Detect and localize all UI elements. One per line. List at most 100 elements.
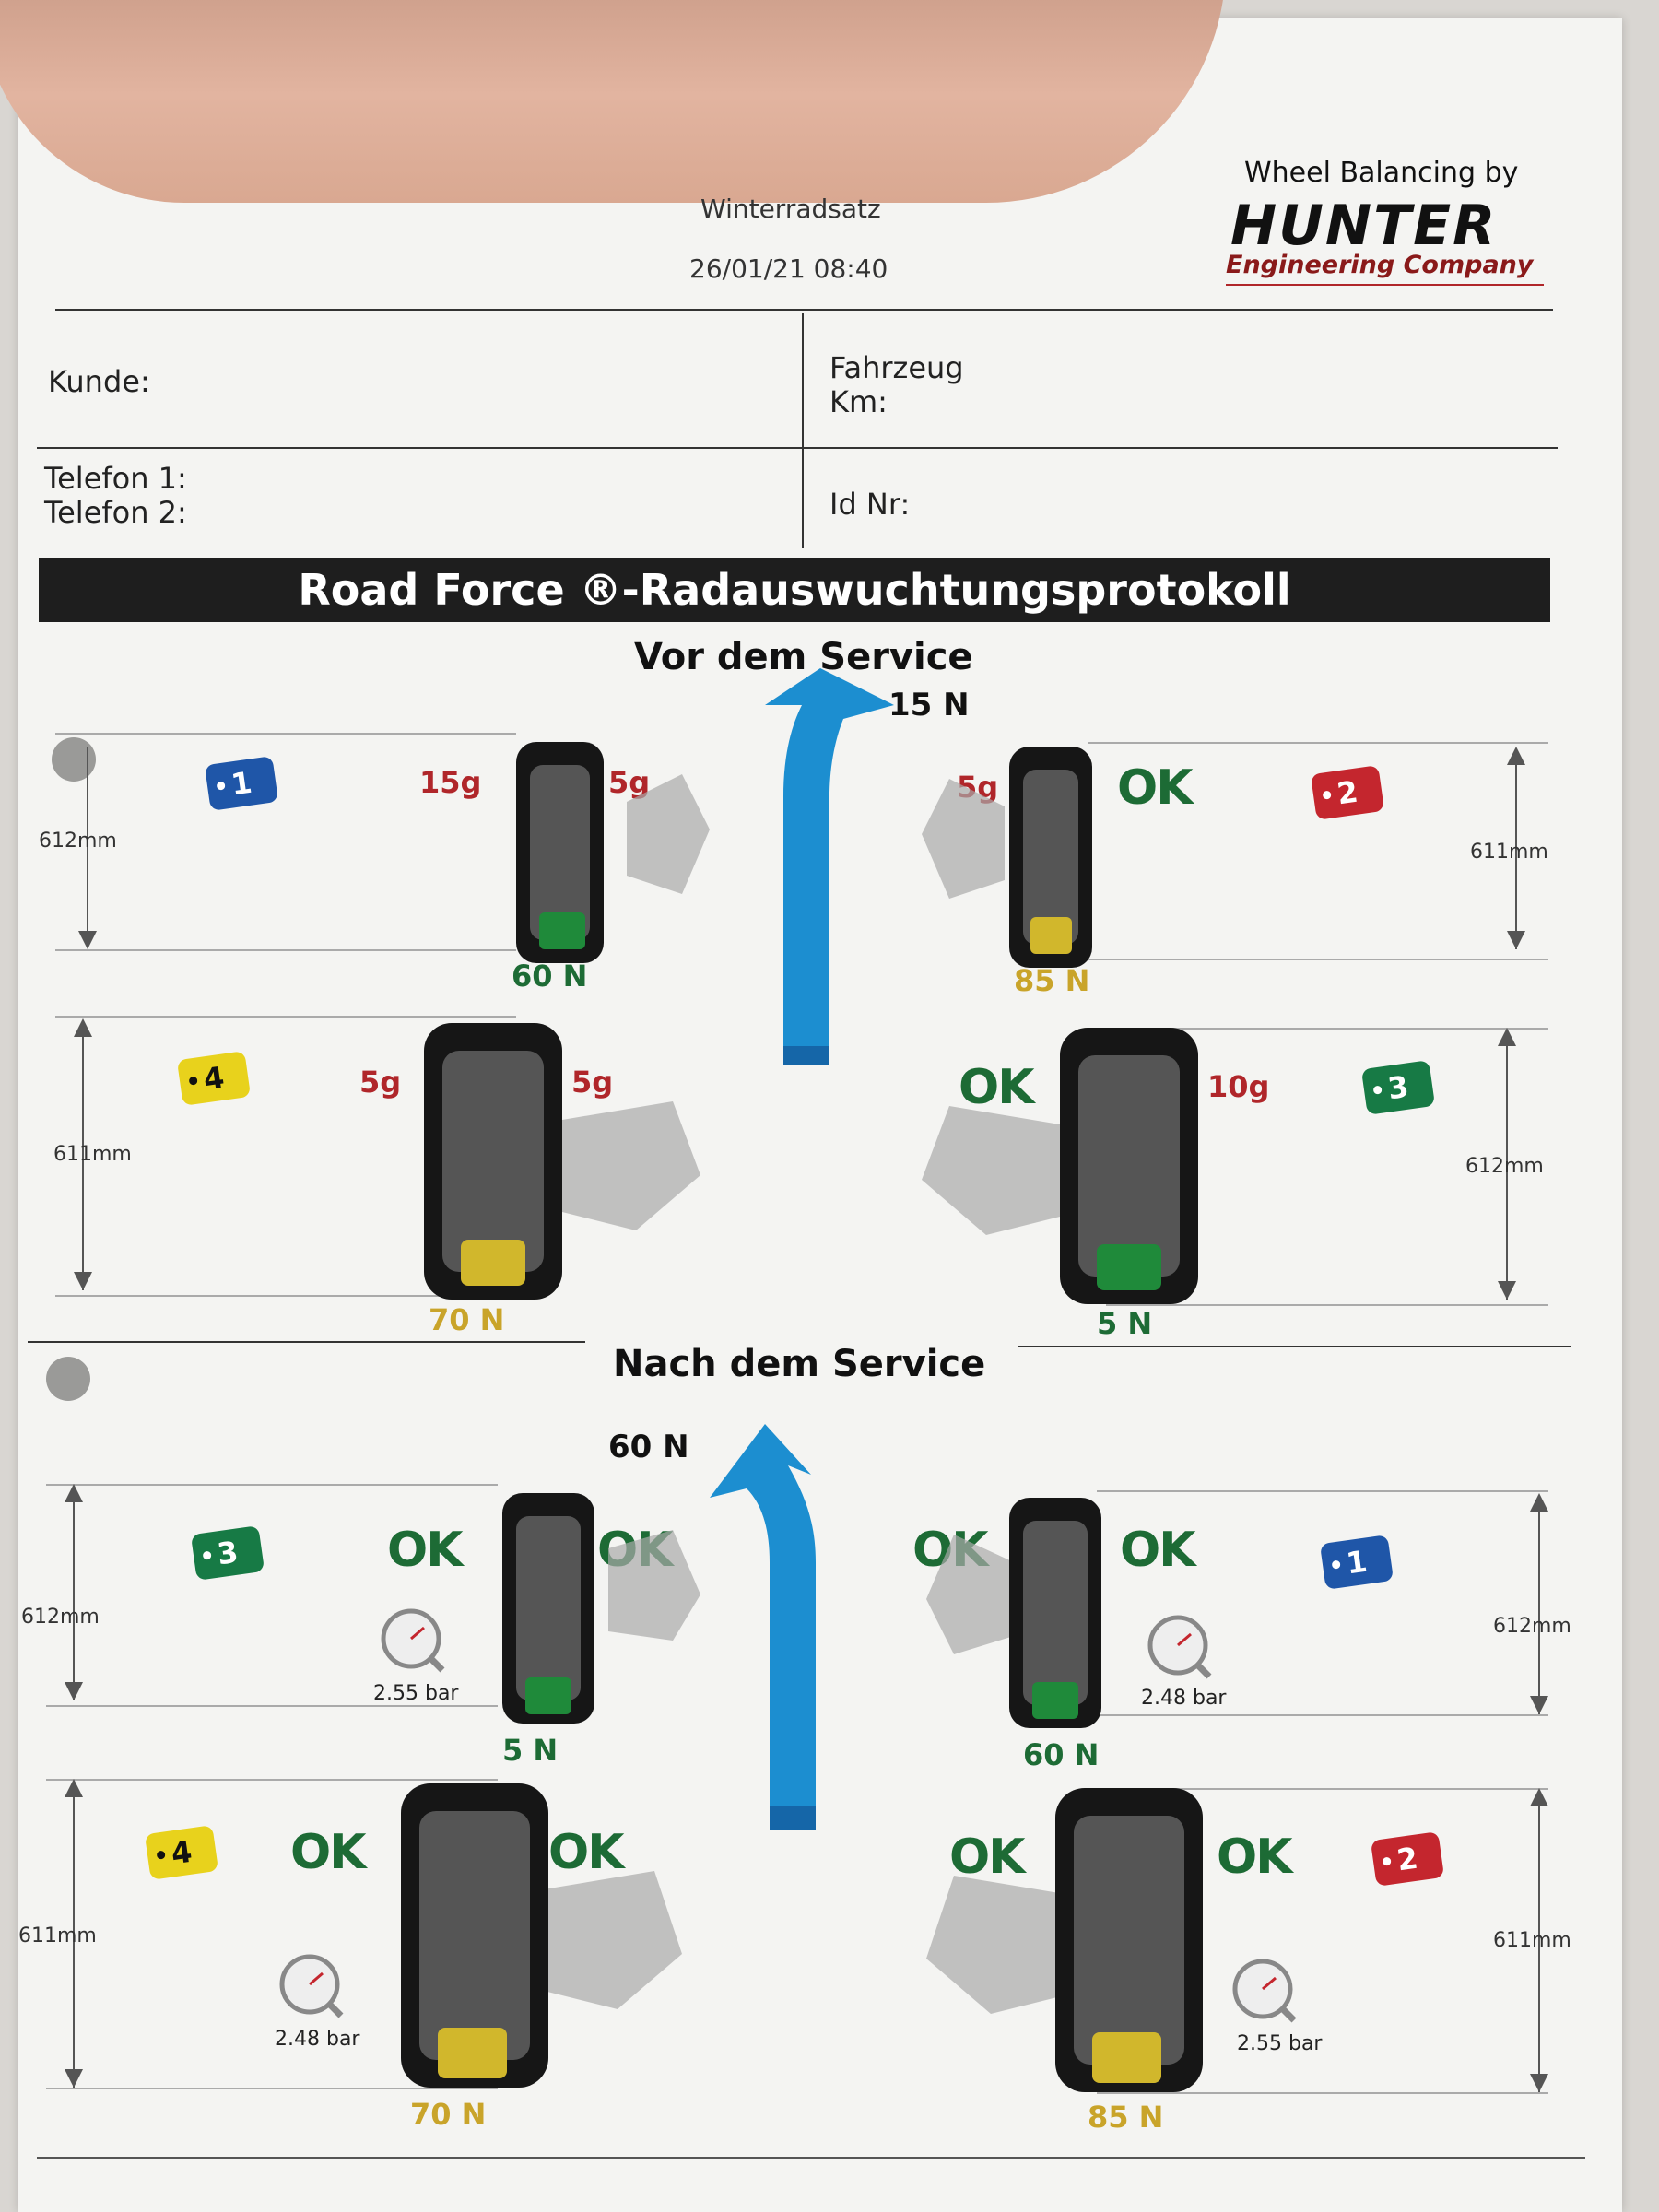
dim-line bbox=[1097, 2092, 1548, 2094]
weight-inner: OK bbox=[949, 1830, 1025, 1885]
tire-icon bbox=[922, 747, 1092, 968]
dim-fl-before: 612mm bbox=[39, 830, 117, 853]
dim-arrow bbox=[65, 1484, 83, 1700]
tire-pressure: 2.48 bar bbox=[1141, 1687, 1227, 1710]
field-rule bbox=[37, 447, 1558, 449]
document-datetime: 26/01/21 08:40 bbox=[689, 253, 888, 284]
km-label: Km: bbox=[830, 384, 888, 419]
weight-outer: 5g bbox=[359, 1065, 402, 1100]
dim-line bbox=[46, 1705, 498, 1707]
section-rule bbox=[1018, 1346, 1571, 1347]
dim-line bbox=[55, 733, 516, 735]
tire-icon bbox=[502, 1493, 700, 1724]
dim-line bbox=[1097, 1714, 1548, 1716]
brand-logo: HUNTER bbox=[1230, 194, 1498, 258]
weight-inner: OK bbox=[959, 1060, 1034, 1115]
road-force: 85 N bbox=[1014, 963, 1090, 998]
footer-rule bbox=[37, 2157, 1585, 2159]
dim-line bbox=[46, 2088, 498, 2089]
dim-arrow bbox=[1498, 1028, 1516, 1300]
dim-line bbox=[46, 1484, 498, 1486]
dim-rr-after: 611mm bbox=[1493, 1929, 1571, 1952]
weight-outer: OK bbox=[1117, 760, 1193, 816]
direction-arrow-before bbox=[765, 668, 894, 1065]
dim-line bbox=[1088, 959, 1548, 960]
weight-outer: OK bbox=[1217, 1830, 1292, 1885]
wheel-tag: 4 bbox=[176, 1051, 252, 1106]
dim-line bbox=[55, 949, 516, 951]
before-service-title: Vor dem Service bbox=[634, 636, 973, 678]
dim-rr-before: 612mm bbox=[1465, 1155, 1544, 1178]
field-divider bbox=[802, 313, 804, 548]
tire-icon bbox=[424, 1023, 700, 1300]
wheel-tag: 3 bbox=[1360, 1060, 1436, 1115]
pressure-gauge-icon bbox=[1147, 1615, 1212, 1679]
wheel-tag: 4 bbox=[144, 1825, 219, 1880]
after-service-title: Nach dem Service bbox=[613, 1343, 986, 1385]
road-force: 70 N bbox=[410, 2097, 487, 2132]
after-total-force: 60 N bbox=[608, 1429, 689, 1465]
tire-pressure: 2.48 bar bbox=[275, 2028, 360, 2051]
pressure-gauge-icon bbox=[1232, 1959, 1297, 2023]
dim-line bbox=[1097, 1788, 1548, 1790]
dim-line bbox=[1106, 1304, 1548, 1306]
road-force: 85 N bbox=[1088, 2100, 1164, 2135]
road-force: 60 N bbox=[512, 959, 588, 994]
phone1-label: Telefon 1: bbox=[44, 461, 187, 496]
dim-rl-before: 611mm bbox=[53, 1143, 132, 1166]
wheel-tag: 1 bbox=[204, 756, 279, 811]
dim-line bbox=[55, 1295, 516, 1297]
tire-icon bbox=[922, 1028, 1198, 1304]
dim-rl-after: 611mm bbox=[18, 1924, 97, 1947]
road-force: 5 N bbox=[1097, 1306, 1153, 1341]
wheel-tag: 3 bbox=[190, 1525, 265, 1581]
weight-outer: 15g bbox=[419, 765, 482, 800]
brand-subtitle: Engineering Company bbox=[1226, 251, 1534, 279]
before-total-force: 15 N bbox=[888, 687, 970, 724]
pressure-gauge-icon bbox=[381, 1608, 445, 1673]
road-force: 60 N bbox=[1023, 1737, 1100, 1772]
wheel-tag: 2 bbox=[1310, 765, 1385, 820]
weight-inner: OK bbox=[548, 1825, 624, 1880]
wheel-tag: 1 bbox=[1319, 1535, 1394, 1590]
punch-hole bbox=[46, 1357, 90, 1401]
phone2-label: Telefon 2: bbox=[44, 495, 187, 530]
weight-outer: OK bbox=[1120, 1523, 1195, 1578]
section-rule bbox=[28, 1341, 585, 1343]
header-rule bbox=[55, 309, 1553, 311]
document-title: Winterradsatz bbox=[700, 194, 881, 224]
thumb bbox=[0, 0, 1226, 203]
tire-pressure: 2.55 bar bbox=[373, 1682, 459, 1705]
dim-line bbox=[46, 1779, 498, 1781]
tire-icon bbox=[401, 1783, 682, 2088]
road-force: 5 N bbox=[502, 1733, 559, 1768]
dim-fr-before: 611mm bbox=[1470, 841, 1548, 864]
customer-label: Kunde: bbox=[48, 364, 150, 399]
weight-inner: 5g bbox=[571, 1065, 614, 1100]
protocol-banner: Road Force ®-Radauswuchtungsprotokoll bbox=[39, 558, 1550, 622]
dim-line bbox=[55, 1016, 516, 1018]
tire-icon bbox=[926, 1788, 1203, 2092]
road-force: 70 N bbox=[429, 1302, 505, 1337]
brand-tagline: Wheel Balancing by bbox=[1244, 157, 1519, 189]
direction-arrow-after bbox=[710, 1424, 816, 1830]
dim-arrow bbox=[78, 747, 97, 949]
tire-pressure: 2.55 bar bbox=[1237, 2032, 1323, 2055]
tire-icon bbox=[926, 1498, 1101, 1728]
wheel-tag: 2 bbox=[1370, 1831, 1445, 1887]
weight-outer: OK bbox=[387, 1523, 463, 1578]
dim-fl-after: 612mm bbox=[21, 1606, 100, 1629]
tire-icon bbox=[516, 742, 710, 963]
dim-arrow bbox=[65, 1779, 83, 2088]
dim-line bbox=[1088, 742, 1548, 744]
dim-fr-after: 612mm bbox=[1493, 1615, 1571, 1638]
weight-outer: 10g bbox=[1207, 1069, 1270, 1104]
weight-outer: OK bbox=[290, 1825, 366, 1880]
dim-arrow bbox=[1530, 1493, 1548, 1714]
dim-line bbox=[1097, 1490, 1548, 1492]
id-label: Id Nr: bbox=[830, 487, 911, 522]
dim-line bbox=[1106, 1028, 1548, 1030]
protocol-sheet: Winterradsatz 26/01/21 08:40 Wheel Balan… bbox=[0, 0, 1622, 2212]
vehicle-label: Fahrzeug bbox=[830, 350, 964, 385]
pressure-gauge-icon bbox=[279, 1954, 344, 2018]
